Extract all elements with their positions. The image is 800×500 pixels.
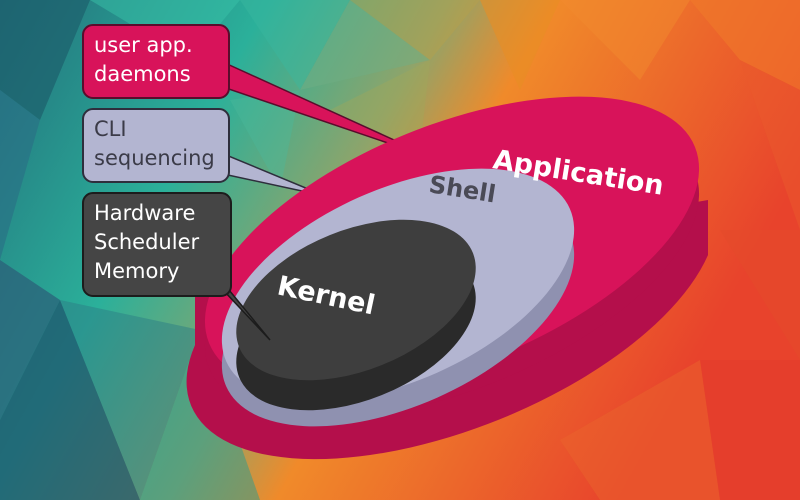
application-callout-line-1: user app. <box>94 33 193 57</box>
application-callout-line-2: daemons <box>94 62 191 86</box>
kernel-callout: Hardware Scheduler Memory <box>82 192 232 297</box>
shell-callout-line-1: CLI <box>94 117 127 141</box>
kernel-callout-line-1: Hardware <box>94 201 196 225</box>
kernel-callout-line-2: Scheduler <box>94 230 200 254</box>
application-callout: user app. daemons <box>82 24 230 99</box>
shell-callout-line-2: sequencing <box>94 146 215 170</box>
kernel-layer <box>236 219 476 411</box>
shell-callout: CLI sequencing <box>82 108 230 183</box>
kernel-callout-line-3: Memory <box>94 259 180 283</box>
